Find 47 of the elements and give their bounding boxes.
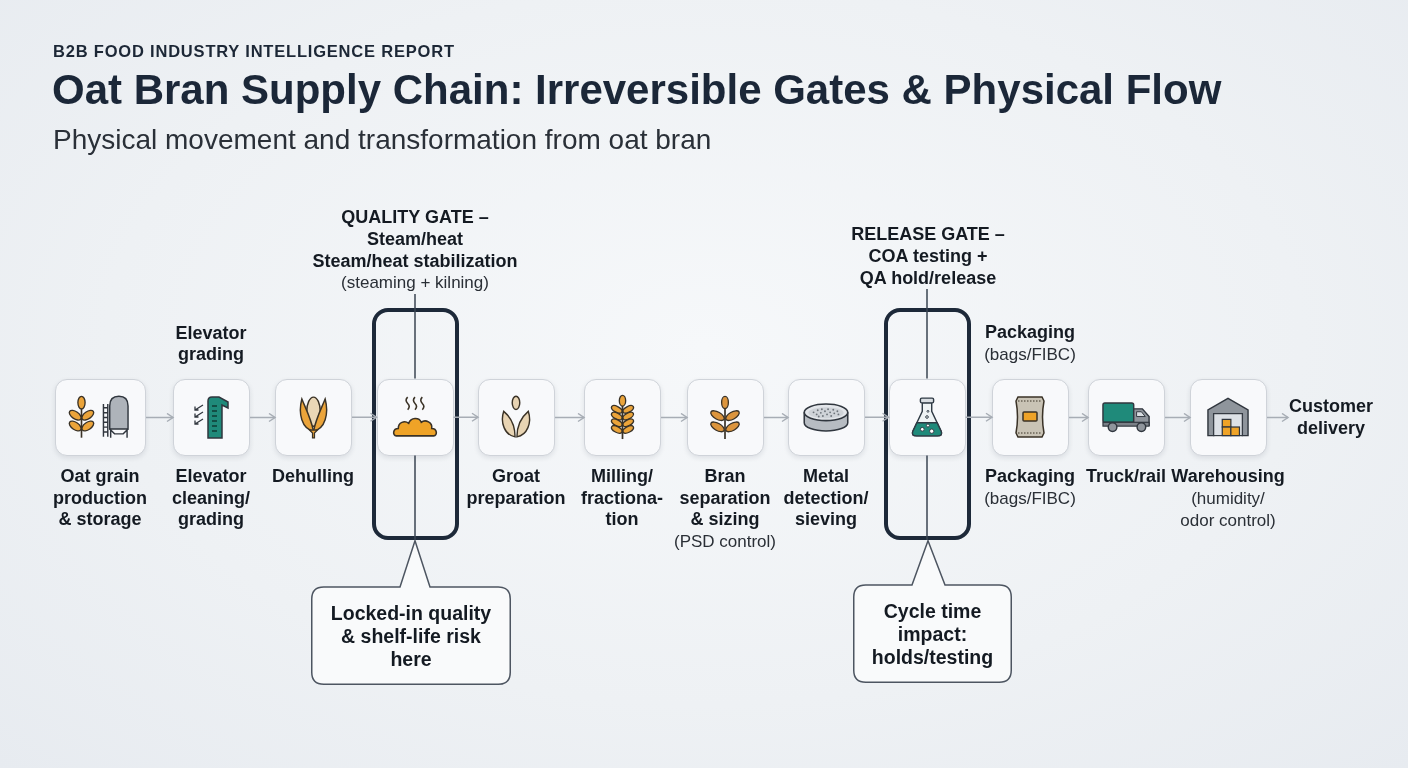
flow-arrow [1266,412,1289,423]
step-label: Packaging [984,321,1076,343]
flow-arrow [145,412,174,423]
step-note: (bags/FIBC) [983,343,1077,365]
gate-note: (steaming + kilning) [340,272,490,294]
flow-arrow [1164,412,1191,423]
gate-heading: QA hold/release [859,267,997,289]
leader-line [414,293,416,380]
step-label: Oat grain production & storage [52,466,148,531]
gate-frame [372,308,459,540]
subtitle: Physical movement and transformation from oat bran [53,124,712,156]
end-label: Customer delivery [1288,396,1374,439]
step-label: Elevator cleaning/ grading [171,466,251,531]
gate-heading: RELEASE GATE – COA testing + [850,223,1006,267]
leader-line [926,454,928,541]
flow-arrow [763,412,789,423]
step-label: Elevator grading [174,322,248,366]
step-label: Milling/ fractiona- tion [580,466,664,531]
step-label: Warehousing [1170,466,1286,488]
step-label: Packaging [984,466,1076,488]
step-label: Dehulling [271,466,355,488]
flow-arrow [351,412,378,422]
flow-arrow [452,412,479,422]
callout-text: Locked-in quality & shelf-life risk here [330,601,492,671]
flow-arrow [249,412,276,423]
gate-heading: Steam/heat stabilization [311,250,519,272]
step-label: Groat preparation [465,466,567,509]
step-card [888,378,966,456]
flow-arrow [554,412,585,423]
flow-arrow [964,412,993,422]
step-note: (PSD control) [673,531,777,553]
callout-text: Cycle time impact: holds/testing [871,599,994,669]
leader-line [926,288,928,380]
step-label: Bran separation & sizing [678,466,772,531]
step-note: (bags/FIBC) [983,488,1077,510]
step-note: (humidity/ odor control) [1179,488,1277,531]
step-card [376,378,454,456]
flow-arrow [660,412,688,423]
leader-line [414,454,416,541]
flow-arrow [1068,412,1089,423]
step-label: Metal detection/ sieving [782,466,870,531]
gate-frame [884,308,971,540]
title: Oat Bran Supply Chain: Irreversible Gates & Physical Flow [52,66,1222,114]
gate-heading: QUALITY GATE – Steam/heat [340,206,490,250]
report-kicker: B2B FOOD INDUSTRY INTELLIGENCE REPORT [53,42,455,61]
step-label: Truck/rail [1085,466,1167,488]
flow-arrow [864,412,890,422]
